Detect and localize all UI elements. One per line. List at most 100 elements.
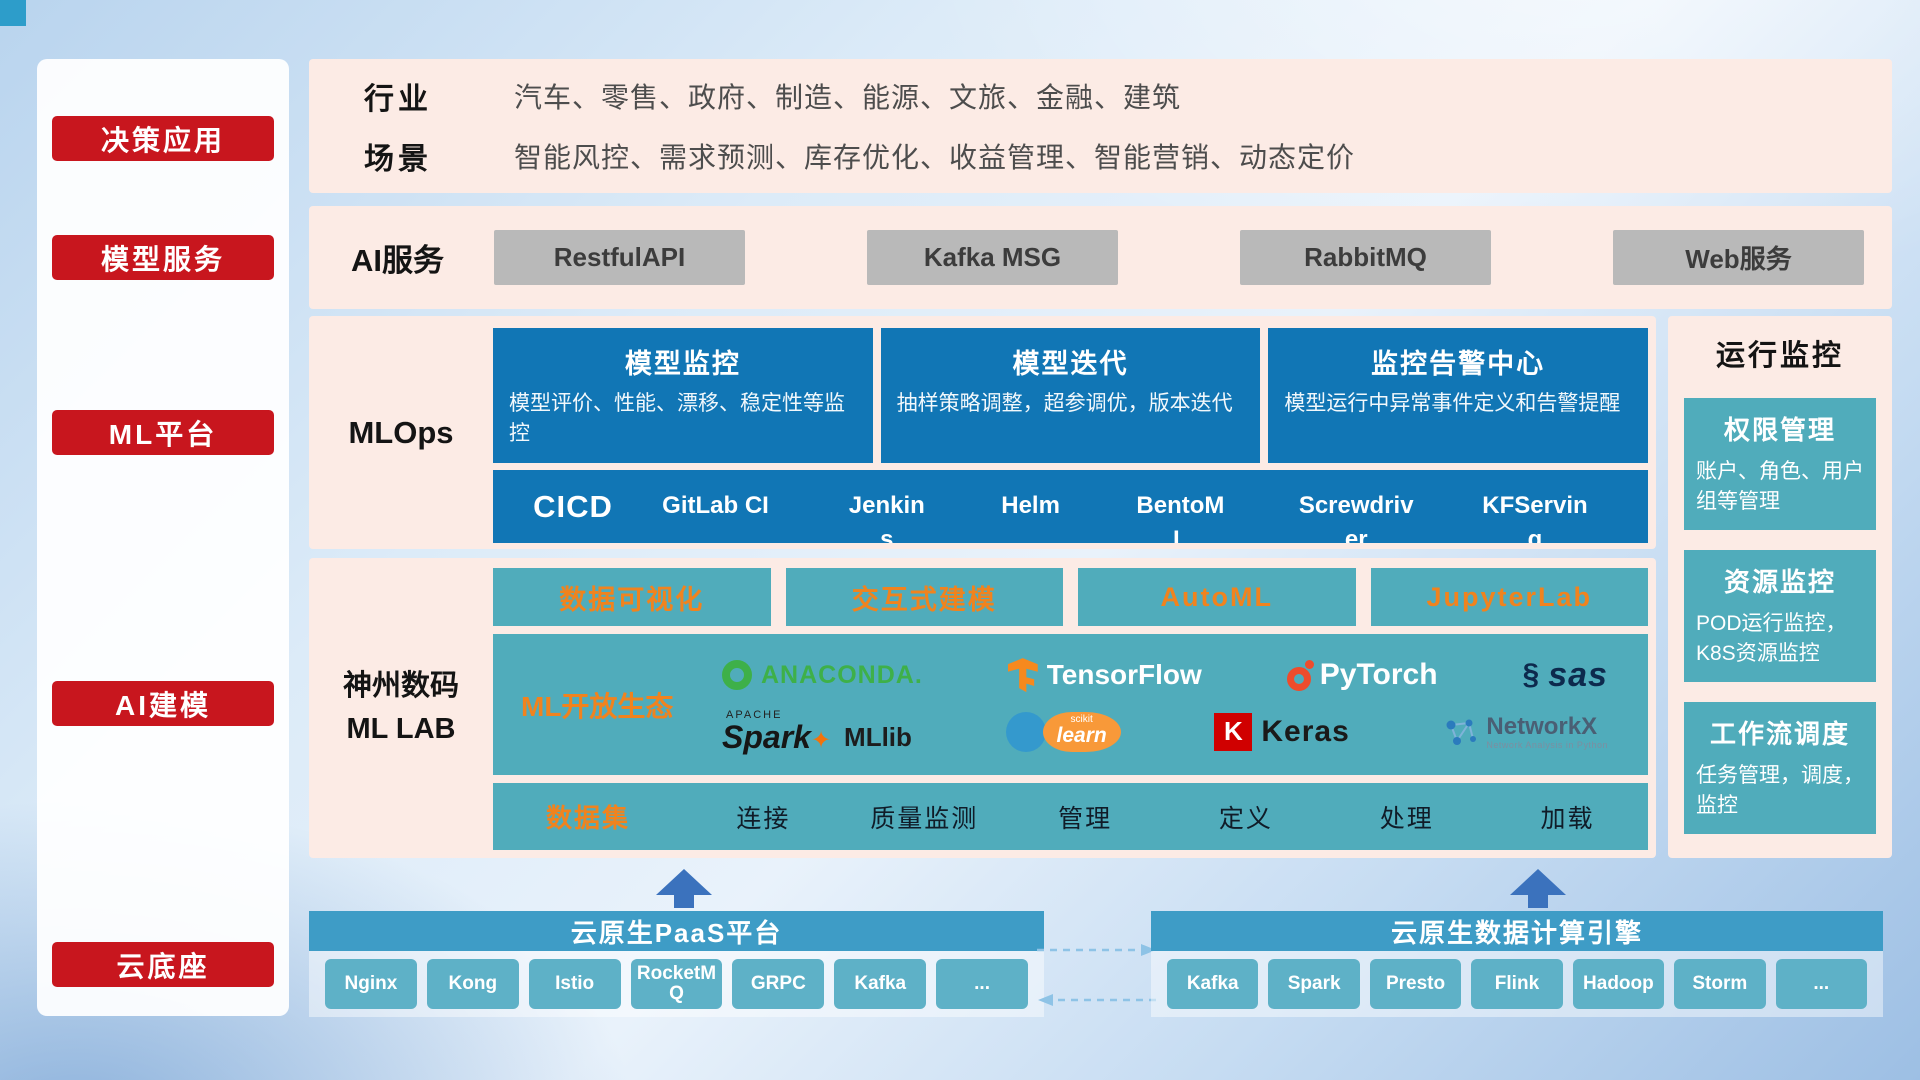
alert-center-title: 监控告警中心 bbox=[1371, 349, 1546, 379]
web-service-button: Web服务 bbox=[1613, 230, 1864, 285]
tensorflow-icon bbox=[1007, 658, 1038, 693]
sas-icon bbox=[1523, 658, 1540, 692]
chip-rocketmq: RocketMQ bbox=[630, 959, 723, 1009]
chip-istio: Istio bbox=[528, 959, 621, 1009]
networkx-text: NetworkX Network Analysis in Python bbox=[1486, 713, 1608, 751]
mlops-label: MLOps bbox=[348, 414, 454, 450]
networkx-subtitle: Network Analysis in Python bbox=[1486, 740, 1608, 751]
networkx-logo: NetworkX Network Analysis in Python bbox=[1443, 713, 1608, 751]
up-arrow-icon bbox=[1510, 869, 1566, 895]
apache-label: APACHE bbox=[726, 709, 783, 722]
industry-text: 汽车、零售、政府、制造、能源、文旅、金融、建筑 bbox=[514, 82, 1182, 114]
dataset-item-load: 加载 bbox=[1540, 804, 1595, 833]
pytorch-icon bbox=[1286, 660, 1314, 692]
runtime-monitoring-panel: 运行监控 权限管理 账户、角色、用户组等管理 资源监控 POD运行监控，K8S资… bbox=[1668, 316, 1892, 858]
sidebar-item-model-service: 模型服务 bbox=[52, 235, 274, 280]
dataset-item-connect: 连接 bbox=[736, 804, 791, 833]
model-monitoring-card: 模型监控 模型评价、性能、漂移、稳定性等监控 bbox=[493, 328, 873, 463]
workflow-scheduling-card: 工作流调度 任务管理，调度，监控 bbox=[1684, 702, 1876, 834]
scene-row: 场景 智能风控、需求预测、库存优化、收益管理、智能营销、动态定价 bbox=[364, 134, 1892, 178]
data-flow-arrows bbox=[1037, 944, 1156, 1006]
ml-ecosystem-logos: ANACONDA. TensorFlow PyTorch bbox=[696, 640, 1634, 769]
chip-spark: Spark bbox=[1268, 959, 1360, 1009]
spark-icon: APACHE Spark bbox=[722, 709, 831, 754]
scikit-learn-logo: scikit learn bbox=[1005, 711, 1121, 753]
tensorflow-logo: TensorFlow bbox=[1007, 658, 1202, 693]
permission-management-title: 权限管理 bbox=[1723, 415, 1836, 445]
scene-text: 智能风控、需求预测、库存优化、收益管理、智能营销、动态定价 bbox=[514, 141, 1356, 173]
sidebar-item-cloud-base: 云底座 bbox=[52, 942, 274, 987]
chip-kong: Kong bbox=[426, 959, 519, 1009]
dataset-title: 数据集 bbox=[545, 803, 630, 833]
model-iteration-title: 模型迭代 bbox=[1012, 349, 1129, 379]
tensorflow-label: TensorFlow bbox=[1046, 659, 1202, 691]
layer-sidebar: 决策应用 模型服务 ML平台 AI建模 云底座 bbox=[37, 59, 289, 1016]
cicd-item-screwdriver: Screwdriver bbox=[1298, 492, 1414, 543]
industry-row: 行业 汽车、零售、政府、制造、能源、文旅、金融、建筑 bbox=[364, 74, 1892, 118]
cicd-item-jenkins: Jenkins bbox=[848, 492, 925, 543]
cloud-foundation-section: 云原生PaaS平台 Nginx Kong Istio RocketMQ GRPC… bbox=[309, 864, 1892, 1034]
scene-label: 场景 bbox=[364, 142, 432, 176]
pytorch-logo: PyTorch bbox=[1286, 658, 1438, 692]
chip-kafka: Kafka bbox=[834, 959, 927, 1009]
scikit-label: scikit bbox=[1070, 713, 1093, 725]
up-arrow-stem bbox=[674, 895, 694, 908]
sas-label: sas bbox=[1548, 655, 1608, 694]
keras-icon: K bbox=[1214, 712, 1253, 751]
industry-scene-panel: 行业 汽车、零售、政府、制造、能源、文旅、金融、建筑 场景 智能风控、需求预测、… bbox=[309, 59, 1892, 193]
chip-more: ... bbox=[936, 959, 1029, 1009]
spark-label: Spark bbox=[722, 721, 831, 753]
workflow-scheduling-title: 工作流调度 bbox=[1709, 719, 1850, 749]
ml-lab-panel: 神州数码 ML LAB 数据可视化 交互式建模 AutoML JupyterLa… bbox=[309, 558, 1656, 858]
data-engine-group: 云原生数据计算引擎 Kafka Spark Presto Flink Hadoo… bbox=[1151, 911, 1883, 1017]
logo-row-1: ANACONDA. TensorFlow PyTorch bbox=[696, 656, 1634, 695]
up-arrow-paas bbox=[656, 869, 712, 908]
sidebar-item-ai-modeling: AI建模 bbox=[52, 681, 274, 726]
pytorch-label: PyTorch bbox=[1319, 658, 1438, 692]
mlops-panel: MLOps 模型监控 模型评价、性能、漂移、稳定性等监控 模型迭代 抽样策略调整… bbox=[309, 316, 1656, 549]
model-iteration-card: 模型迭代 抽样策略调整，超参调优，版本迭代 bbox=[880, 328, 1261, 463]
tool-jupyterlab: JupyterLab bbox=[1370, 568, 1648, 626]
permission-management-desc: 账户、角色、用户组等管理 bbox=[1696, 460, 1864, 514]
learn-label: learn bbox=[1056, 724, 1107, 748]
up-arrow-icon bbox=[656, 869, 712, 895]
dataset-item-define: 定义 bbox=[1218, 804, 1273, 833]
chip-kafka2: Kafka bbox=[1167, 959, 1259, 1009]
corner-decoration bbox=[0, 0, 26, 26]
ml-lab-label-line1: 神州数码 bbox=[342, 669, 459, 702]
up-arrow-engine bbox=[1510, 869, 1566, 908]
ai-service-label: AI服务 bbox=[351, 243, 444, 278]
paas-platform-title: 云原生PaaS平台 bbox=[309, 911, 1044, 951]
main-content: 行业 汽车、零售、政府、制造、能源、文旅、金融、建筑 场景 智能风控、需求预测、… bbox=[309, 59, 1892, 1034]
sas-logo: sas bbox=[1523, 656, 1608, 695]
tool-automl: AutoML bbox=[1078, 568, 1356, 626]
anaconda-icon bbox=[722, 660, 752, 691]
spark-mllib-logo: APACHE Spark MLlib bbox=[722, 709, 912, 754]
resource-monitoring-card: 资源监控 POD运行监控，K8S资源监控 bbox=[1684, 550, 1876, 682]
cicd-item-gitlab-ci: GitLab CI bbox=[662, 492, 769, 519]
alert-center-desc: 模型运行中异常事件定义和告警提醒 bbox=[1284, 392, 1621, 415]
resource-monitoring-title: 资源监控 bbox=[1723, 567, 1836, 597]
restful-api-button: RestfulAPI bbox=[494, 230, 745, 285]
chip-presto: Presto bbox=[1369, 959, 1462, 1009]
paas-platform-group: 云原生PaaS平台 Nginx Kong Istio RocketMQ GRPC… bbox=[309, 911, 1044, 1017]
cicd-item-helm: Helm bbox=[1001, 492, 1060, 519]
ai-service-panel: AI服务 RestfulAPI Kafka MSG RabbitMQ Web服务 bbox=[309, 206, 1892, 309]
workflow-scheduling-desc: 任务管理，调度，监控 bbox=[1696, 764, 1864, 818]
networkx-icon bbox=[1446, 719, 1477, 745]
data-engine-title: 云原生数据计算引擎 bbox=[1151, 911, 1883, 951]
scikit-learn-icon bbox=[1005, 711, 1046, 752]
model-monitoring-desc: 模型评价、性能、漂移、稳定性等监控 bbox=[509, 392, 845, 446]
runtime-monitoring-title: 运行监控 bbox=[1715, 340, 1844, 372]
chip-hadoop: Hadoop bbox=[1572, 959, 1665, 1009]
ml-ecosystem-box: ML开放生态 ANACONDA. TensorFlow bbox=[493, 634, 1648, 775]
data-engine-items: Kafka Spark Presto Flink Hadoop Storm ..… bbox=[1151, 951, 1883, 1017]
tool-data-visualization: 数据可视化 bbox=[493, 568, 771, 626]
cicd-title: CICD bbox=[533, 488, 613, 524]
kafka-msg-button: Kafka MSG bbox=[867, 230, 1118, 285]
paas-platform-items: Nginx Kong Istio RocketMQ GRPC Kafka ... bbox=[309, 951, 1044, 1017]
cicd-bar: CICD GitLab CI Jenkins Helm BentoML Scre… bbox=[493, 470, 1648, 543]
dataset-item-process: 处理 bbox=[1379, 804, 1434, 833]
ml-lab-label: 神州数码 ML LAB bbox=[309, 558, 493, 858]
networkx-label: NetworkX bbox=[1486, 712, 1598, 740]
